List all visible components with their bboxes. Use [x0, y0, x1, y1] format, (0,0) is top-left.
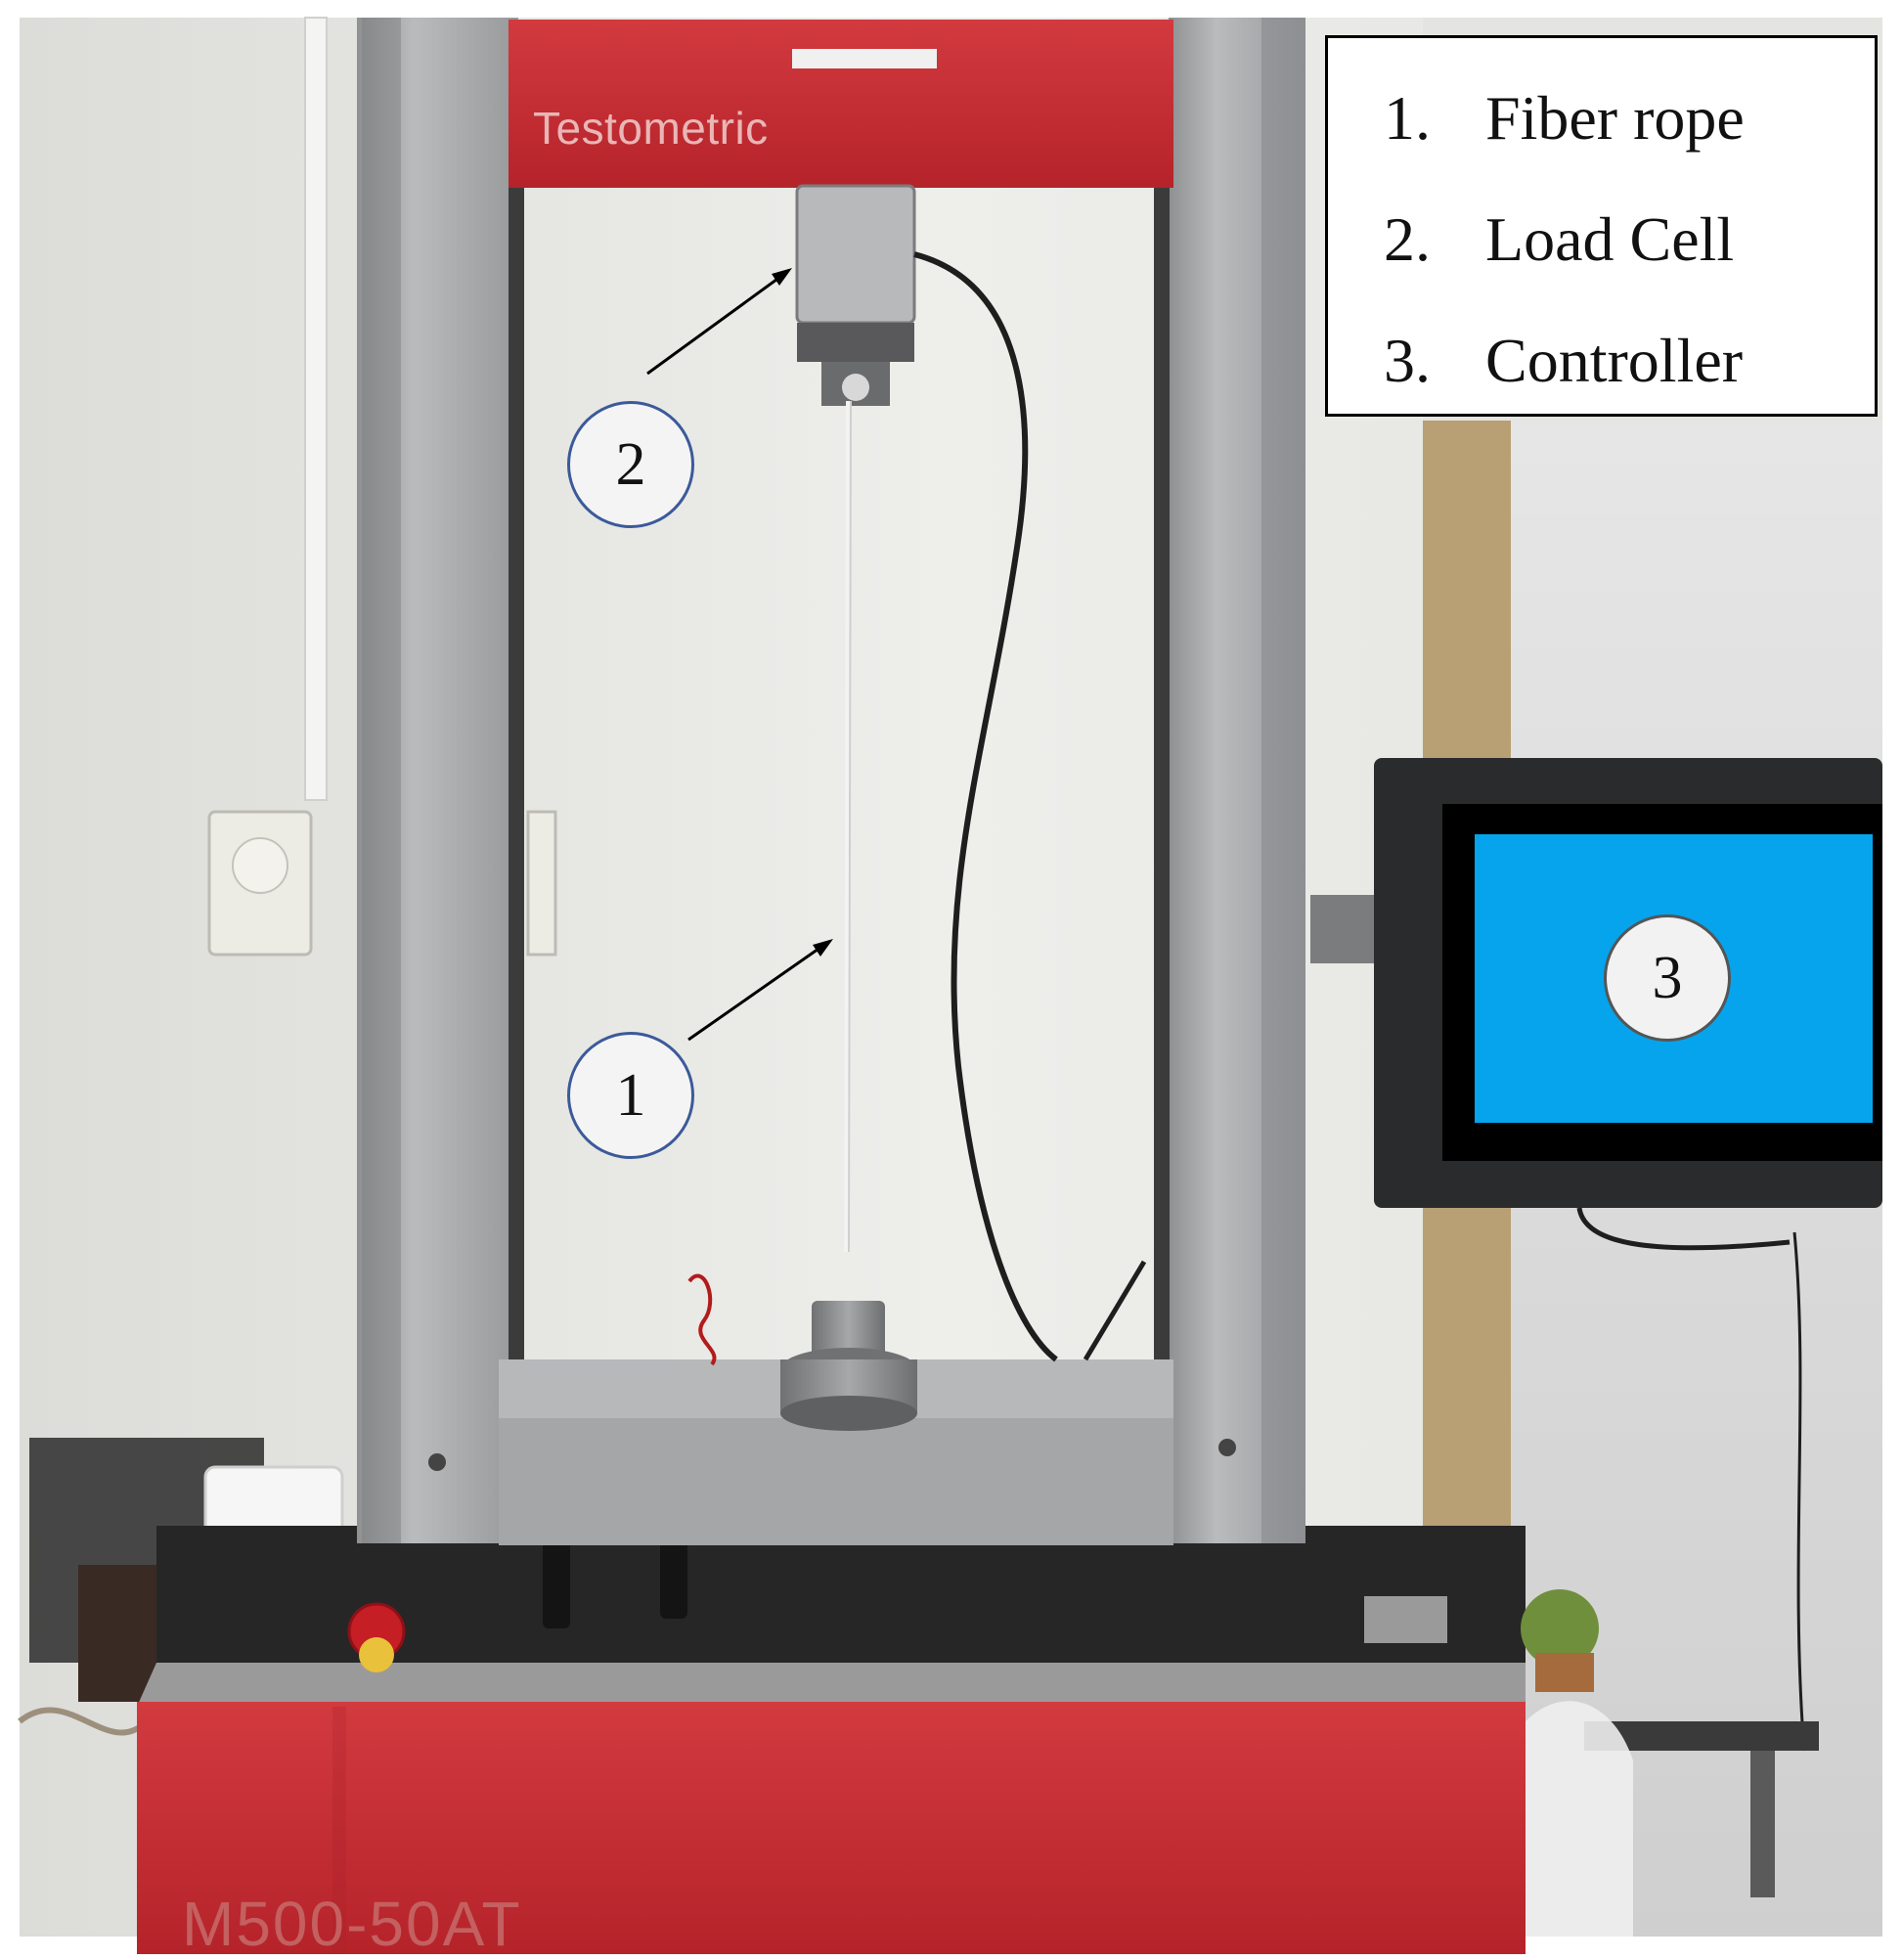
lower-grip — [812, 1301, 885, 1359]
legend-label-controller: Controller — [1485, 326, 1744, 395]
machine-brand-text: Testometric — [533, 103, 769, 154]
load-cell-body — [795, 184, 916, 325]
legend-item: 1. Fiber rope — [1328, 58, 1875, 179]
arrow-fiber-rope — [687, 945, 822, 1042]
callout-load-cell: 2 — [567, 401, 694, 528]
legend-number: 2. — [1384, 204, 1431, 274]
machine-base-red — [137, 1702, 1526, 1954]
machine-model-text: M500-50AT — [182, 1889, 522, 1959]
arrow-load-cell — [646, 275, 781, 376]
legend-item: 3. Controller — [1328, 300, 1875, 422]
callout-controller: 3 — [1604, 914, 1731, 1042]
crosshead — [509, 20, 1173, 188]
legend-item: 2. Load Cell — [1328, 179, 1875, 300]
legend-number: 3. — [1384, 326, 1431, 395]
legend-label-load-cell: Load Cell — [1485, 204, 1735, 274]
legend-box: 1. Fiber rope 2. Load Cell 3. Controller — [1325, 35, 1878, 417]
legend-label-fiber-rope: Fiber rope — [1485, 83, 1745, 153]
fiber-rope — [844, 400, 852, 1253]
legend-number: 1. — [1384, 83, 1431, 153]
load-cell-cable — [913, 251, 1058, 1362]
wall-conduit — [304, 17, 328, 801]
callout-fiber-rope: 1 — [567, 1032, 694, 1159]
